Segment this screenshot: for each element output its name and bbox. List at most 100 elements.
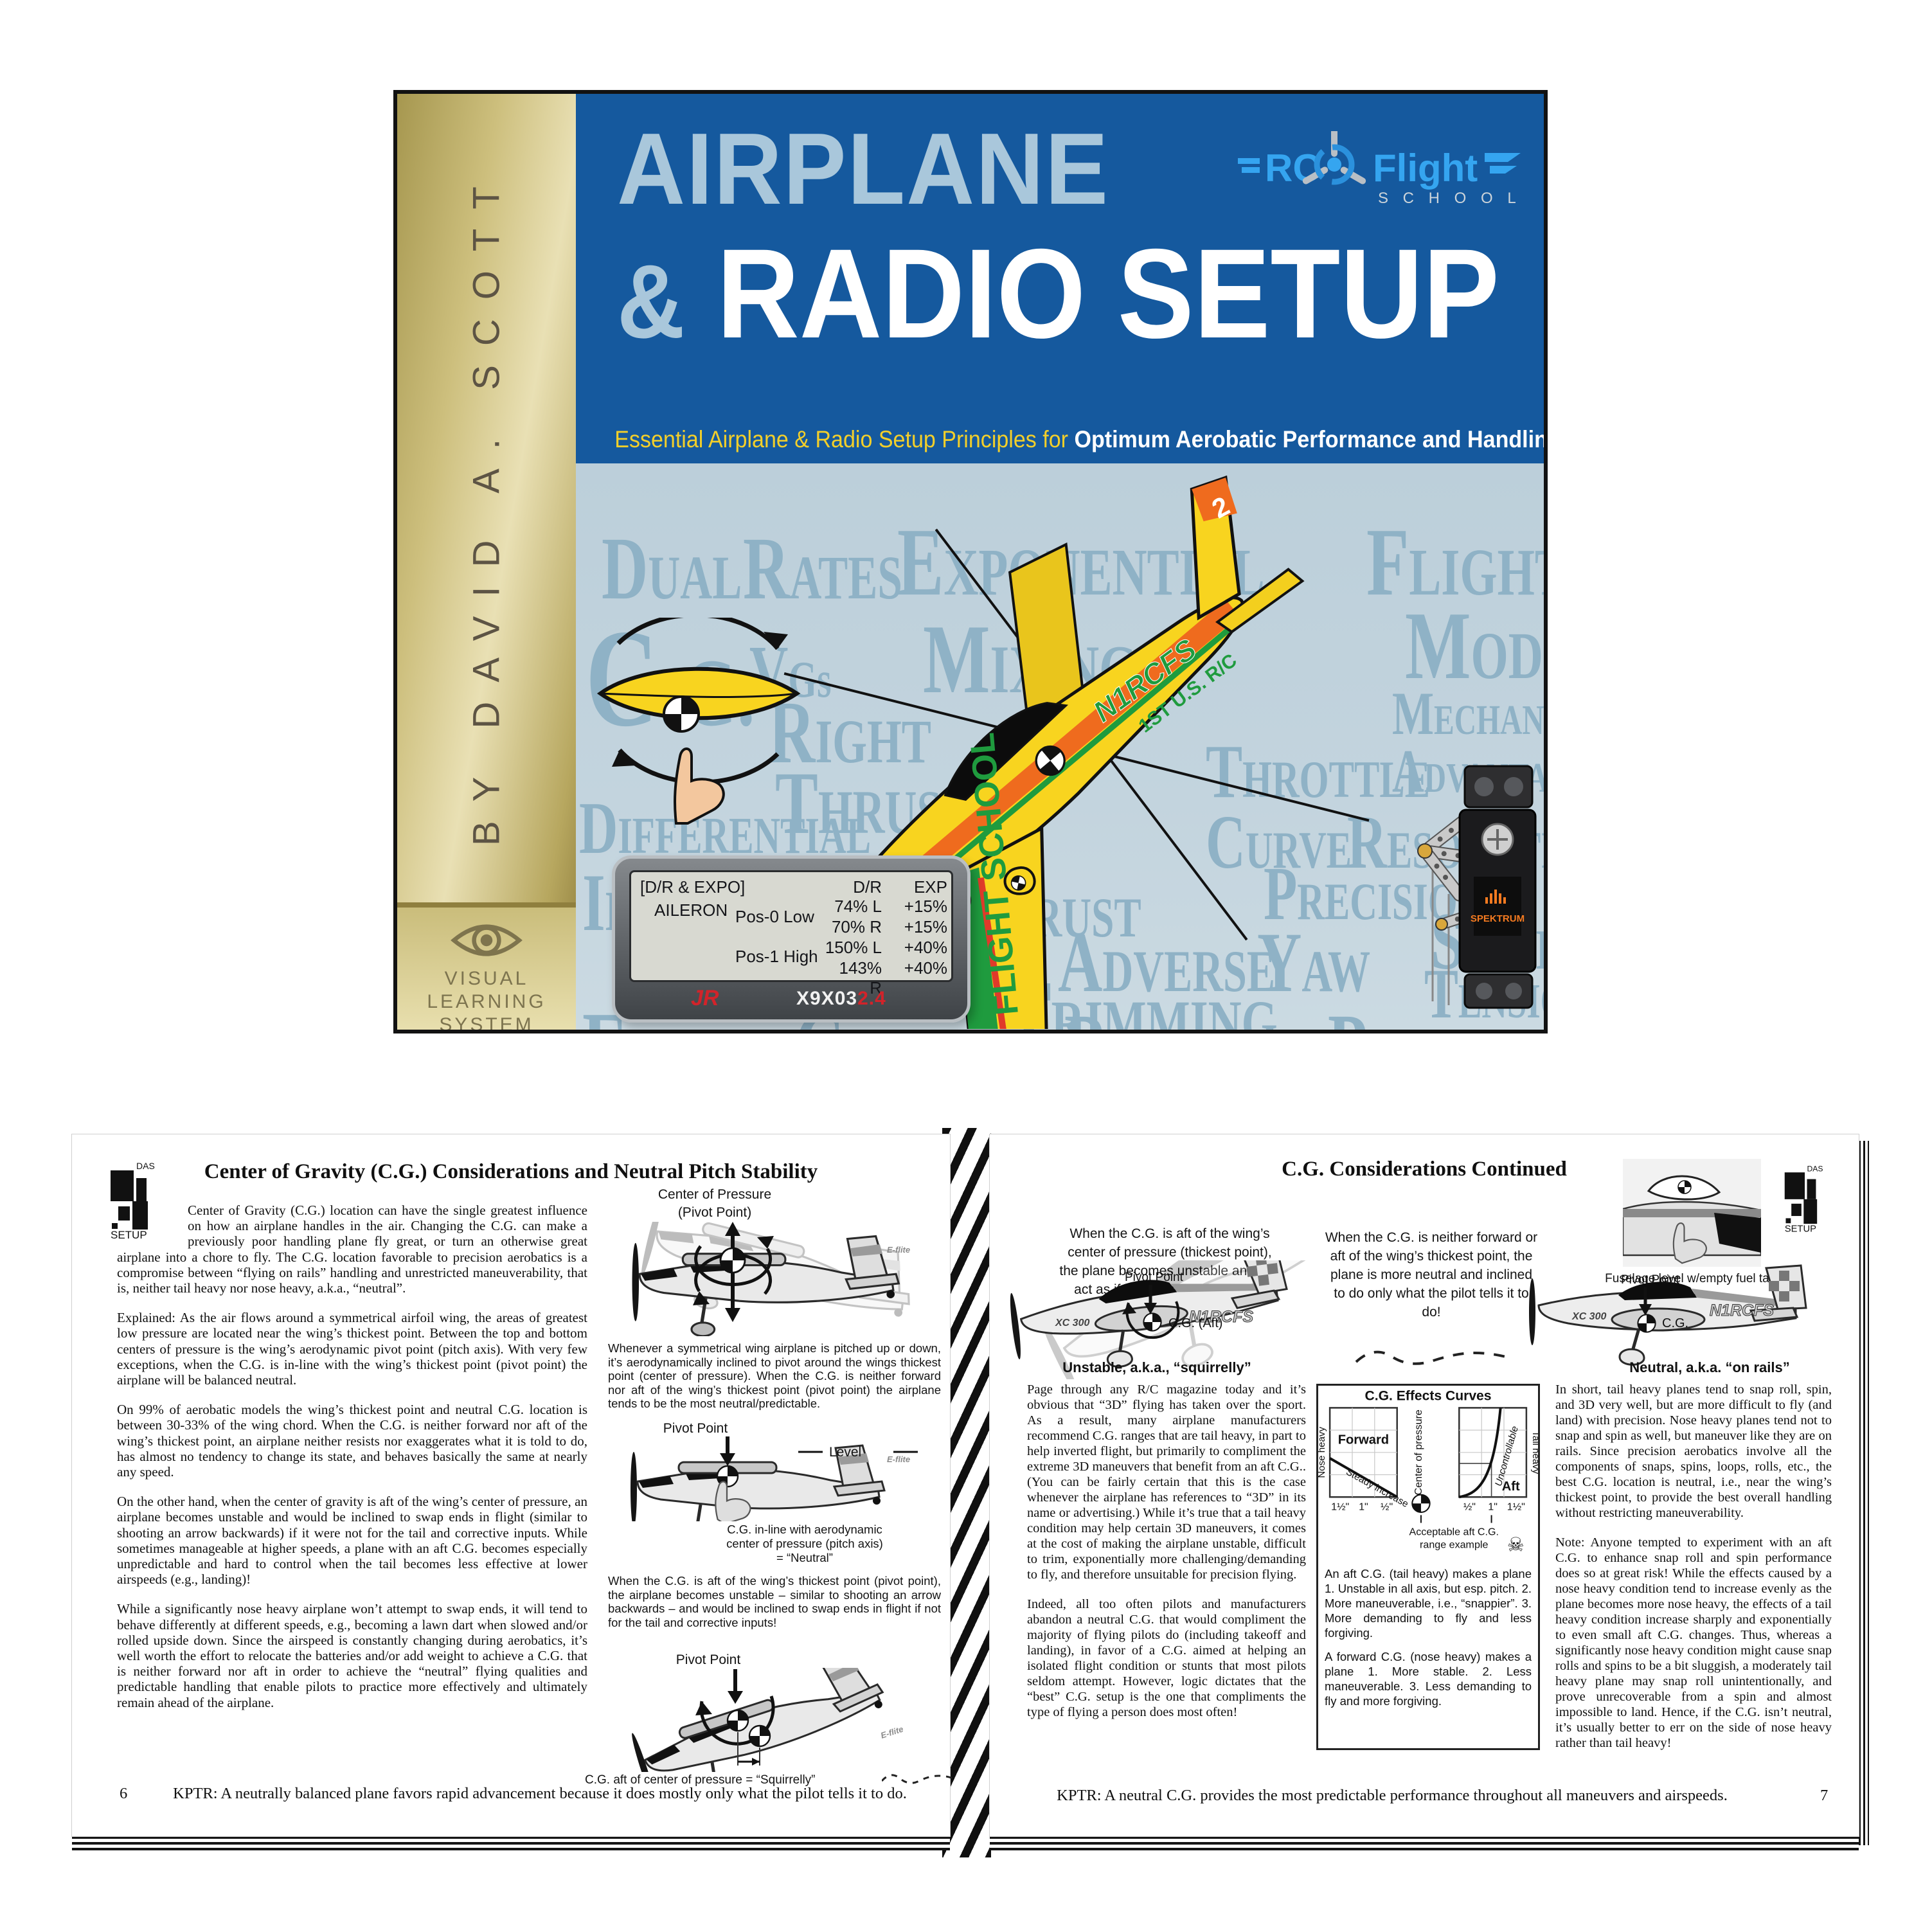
- page-stack-edge-bottom-left: [72, 1836, 950, 1850]
- page-stack-edge-right: [1859, 1141, 1869, 1845]
- setup-text: SETUP: [111, 1229, 147, 1240]
- diagram1-label-line1: Center of Pressure: [657, 1187, 772, 1202]
- tick: 1½": [1507, 1501, 1525, 1512]
- range-note-line2: range example: [1420, 1539, 1488, 1551]
- lcd-col-dr: D/R: [853, 877, 882, 897]
- caption-line: = “Neutral”: [776, 1551, 833, 1564]
- chart-title: C.G. Effects Curves: [1364, 1388, 1491, 1403]
- paragraph: Center of Gravity (C.G.) location can ha…: [117, 1203, 587, 1296]
- page7-number: 7: [1820, 1787, 1829, 1804]
- cg-comparison-diagrams: XC 300 N1RCFS Pivot Point C.G. (Aft) Uns…: [996, 1260, 1851, 1379]
- squiggle-line: [882, 1774, 953, 1784]
- lcd-r2-dr: 70% R: [831, 917, 882, 936]
- visual-learning-system-badge: VISUAL LEARNING SYSTEM: [397, 902, 576, 1030]
- lcd-channel: AILERON: [654, 900, 728, 920]
- paragraph: Explained: As the air flows around a sym…: [117, 1310, 587, 1388]
- lcd-col-exp: EXP: [913, 877, 947, 897]
- cg-effects-chart: C.G. Effects Curves Forward Steady incre…: [1316, 1388, 1541, 1556]
- page-6: DAS SETUP Center of Gravity (C.G.) Consi…: [72, 1134, 953, 1836]
- cover-title-line1: AIRPLANE: [617, 112, 1109, 226]
- cover-spine: BY DAVID A. SCOTT VISUAL LEARNING SYSTEM: [397, 94, 576, 1030]
- nose-heavy-axis: Nose heavy: [1318, 1427, 1327, 1478]
- forward-label: Forward: [1338, 1433, 1389, 1447]
- center-of-pressure-axis: Center of pressure: [1413, 1409, 1424, 1495]
- book-cover: BY DAVID A. SCOTT VISUAL LEARNING SYSTEM…: [393, 90, 1548, 1033]
- paragraph: Page through any R/C magazine today and …: [1027, 1382, 1306, 1582]
- paragraph: On 99% of aerobatic models the wing’s th…: [117, 1402, 587, 1480]
- vls-line3: SYSTEM: [439, 1014, 534, 1033]
- plane-nose-text: XC 300: [1571, 1311, 1606, 1322]
- eye-icon: [451, 924, 523, 956]
- lcd-model-name: X9X03: [796, 988, 858, 1009]
- cg-aft-label: C.G. (Aft): [1168, 1316, 1222, 1330]
- diagram-brand: E-flite: [887, 1245, 910, 1255]
- tick: ½": [1463, 1501, 1476, 1512]
- page6-number: 6: [120, 1785, 128, 1802]
- bg-word: FLIGHT: [1366, 508, 1544, 616]
- lcd-r1-exp: +15%: [904, 897, 947, 916]
- das-text: DAS: [136, 1161, 155, 1171]
- bg-word: DUAL: [602, 519, 742, 618]
- page-stack-edge-bottom-right: [990, 1836, 1859, 1850]
- bg-word: YAW: [1257, 915, 1371, 1010]
- lcd-screen: [D/R & EXPO] D/R EXP AILERON Pos-0 Low 7…: [629, 870, 953, 997]
- page6-body-column: Center of Gravity (C.G.) location can ha…: [117, 1203, 587, 1724]
- inset-caption: Fuselage level w/empty fuel tank: [1605, 1272, 1782, 1285]
- bg-word: ADVERSE: [1058, 915, 1276, 1010]
- tick: 1": [1359, 1501, 1368, 1512]
- logo-wrap-spacer: [117, 1203, 188, 1240]
- bg-word: CURVE: [1206, 800, 1352, 884]
- cover-title-line2: & RADIO SETUP: [617, 230, 1499, 357]
- diagram2-caption: C.G. in-line with aerodynamic center of …: [676, 1523, 933, 1565]
- bg-word: MECHANICAL: [1392, 679, 1544, 747]
- tagline-lead: Essential Airplane & Radio Setup Princip…: [614, 426, 1075, 452]
- page6-diagram-column: Center of Pressure (Pivot Point) E-flite…: [585, 1134, 953, 1836]
- lcd-pos0: Pos-0 Low: [735, 907, 814, 926]
- forward-panel: Forward Steady increase Nose heavy 1½" 1…: [1316, 1407, 1410, 1512]
- rc-flight-school-logo-art: RC Flight S C: [1238, 129, 1521, 207]
- lcd-model: X9X032.4: [796, 988, 886, 1010]
- diagram1-label-line2: (Pivot Point): [677, 1205, 752, 1220]
- bg-word: P-FACTOR: [1064, 1005, 1302, 1030]
- author-byline: BY DAVID A. SCOTT: [465, 167, 508, 846]
- lcd-r1-dr: 74% L: [834, 897, 882, 916]
- page7-kptr: KPTR: A neutral C.G. provides the most p…: [1057, 1787, 1728, 1804]
- cover-art-area: DUAL RATES EXPONENTIAL FLIGHT MODES C.G.…: [576, 463, 1544, 1030]
- servo-illustration: SPEKTRUM: [1417, 765, 1537, 1009]
- page-7: C.G. Considerations Continued DAS SETUP …: [990, 1134, 1859, 1836]
- tail-heavy-axis: Tail heavy: [1530, 1431, 1538, 1474]
- bg-word: DIFFERENTIAL: [579, 787, 871, 870]
- cover-title-band: AIRPLANE & RADIO SETUP RC: [576, 94, 1544, 463]
- lcd-model-suffix: 2.4: [857, 988, 886, 1009]
- bg-word: PROPWASH: [1328, 1005, 1544, 1030]
- diagram-squirrelly: E-flite: [605, 1668, 904, 1772]
- level-label: Level: [829, 1445, 861, 1460]
- caption-line: center of pressure (pitch axis): [726, 1537, 883, 1550]
- cg-effects-curves-box: C.G. Effects Curves Forward Steady incre…: [1316, 1384, 1541, 1750]
- page6-kptr: KPTR: A neutrally balanced plane favors …: [173, 1785, 907, 1802]
- vls-line1: VISUAL: [444, 968, 529, 989]
- rc-flight-school-logo: RC Flight S C: [1238, 129, 1521, 221]
- cg-label: C.G.: [1662, 1316, 1688, 1330]
- cover-main: AIRPLANE & RADIO SETUP RC: [576, 94, 1544, 1030]
- diagram2-label: Pivot Point: [663, 1421, 728, 1436]
- diagram-brand: E-flite: [879, 1724, 904, 1740]
- paragraph: While a significantly nose heavy airplan…: [117, 1601, 587, 1710]
- unstable-plane-diagram: XC 300 N1RCFS Pivot Point C.G. (Aft) Uns…: [1006, 1260, 1397, 1379]
- propeller-icon: [1302, 129, 1366, 185]
- plane-reg-text: N1RCFS: [1710, 1301, 1774, 1319]
- page7-title: C.G. Considerations Continued: [1282, 1158, 1567, 1181]
- spektrum-bars-icon: [1485, 890, 1506, 904]
- logo-school-text: S C H O O L: [1378, 190, 1521, 207]
- diagram3-label: Pivot Point: [675, 1652, 741, 1667]
- bg-word: RATES: [743, 519, 902, 618]
- chart-caption-aft: An aft C.G. (tail heavy) makes a plane 1…: [1325, 1567, 1532, 1640]
- lcd-r2-exp: +15%: [904, 917, 947, 936]
- plane-nose-text: XC 300: [1055, 1318, 1089, 1328]
- cover-tagline: Essential Airplane & Radio Setup Princip…: [614, 426, 1544, 453]
- diagram3-caption: C.G. aft of center of pressure = “Squirr…: [585, 1773, 816, 1787]
- aft-label: Aft: [1502, 1480, 1520, 1494]
- diagram-level-neutral: E-flite Level: [605, 1436, 918, 1521]
- tick: 1": [1488, 1501, 1498, 1512]
